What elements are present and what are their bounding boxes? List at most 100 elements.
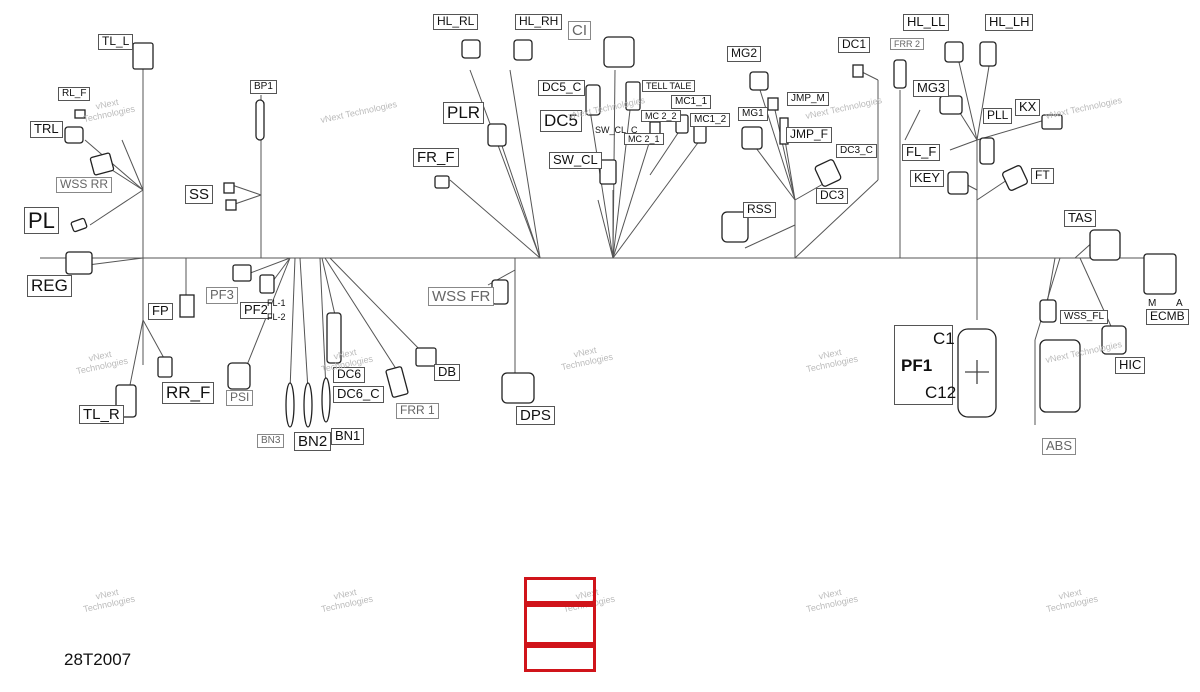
label-hl-ll: HL_LL [903,14,950,31]
connector-tl-l-shape [132,42,154,70]
label-hl-rl: HL_RL [433,14,479,30]
connector-dps-shape [501,372,535,404]
label-a: A [1176,298,1183,309]
label-kx: KX [1015,99,1041,116]
label-pll: PLL [983,108,1013,124]
label-fl-2: FL-2 [267,312,286,322]
drawing-id: 28T2007 [64,650,132,669]
label-reg: REG [27,275,72,297]
label-hl-rh: HL_RH [515,14,563,30]
label-jmp-m: JMP_M [787,92,829,106]
connector-tell-tale-shape [625,81,641,111]
connector-pl-shape [70,217,88,233]
label-dc1: DC1 [838,37,871,53]
connector-dc6-shape [326,312,342,364]
connector-hl-ll-shape [944,41,964,63]
connector-shapes [64,36,1177,428]
label-mc-2-2: MC 2_2 [641,110,681,123]
label-fl-f: FL_F [902,144,941,161]
highlight-boxes [524,577,596,672]
pf1-label-box: C1 PF1 C12 [894,325,957,405]
label-ci: CI [568,21,591,41]
connector-mg3-shape [939,95,963,115]
label-pf2: PF2 [240,302,272,319]
label-ft: FT [1031,168,1054,184]
connector-frr2-shape [893,59,907,89]
label-ss: SS [185,185,214,205]
ring-bn3-shape [285,382,295,428]
label-dc6: DC6 [333,367,366,383]
connector-jmp-shape [767,97,779,111]
connector-ci-shape [603,36,635,68]
label-ecmb: ECMB [1146,309,1189,325]
connector-dc1-shape [852,64,864,78]
label-psi: PSI [226,390,254,406]
connector-wss-rr-shape [89,152,115,176]
label-dps: DPS [516,406,555,426]
connector-frr1-shape [385,366,409,398]
label-jmp-f: JMP_F [786,127,833,143]
highlight-box-bottom[interactable] [524,642,596,672]
label-fp: FP [148,303,173,320]
ring-bn2-shape [303,382,313,428]
label-mc1-1: MC1_1 [671,95,712,109]
label-plr: PLR [443,102,485,124]
label-pl: PL [24,207,59,235]
connector-kx-shape [1041,114,1063,130]
connector-hl-rl-shape [461,39,481,59]
label-sw-cl-c: SW_CL_C [595,125,638,135]
label-dc3-c: DC3_C [836,144,877,158]
label-wss-fl: WSS_FL [1060,310,1109,324]
connector-mc12-shape [693,124,707,144]
connector-sw-cl-shape [599,159,617,185]
label-mc1-2: MC1_2 [690,113,731,127]
label-mc-2-1: MC 2_1 [624,133,664,146]
connector-plr-shape [487,123,507,147]
label-tas: TAS [1064,210,1097,227]
ring-bn1-shape [321,377,331,423]
connector-db-shape [415,347,437,367]
label-rss: RSS [743,202,776,218]
connector-rl-f-shape [74,109,86,119]
label-m: M [1148,298,1157,309]
highlight-box-middle[interactable] [524,601,596,648]
label-pf1: PF1 [901,356,933,375]
connector-rss-shape [721,211,749,243]
connector-wss-fr-shape [491,279,509,305]
label-hl-lh: HL_LH [985,14,1034,31]
highlight-box-top[interactable] [524,577,596,607]
connector-reg-shape [65,251,93,275]
label-bn3: BN3 [257,434,285,448]
label-db: DB [434,364,461,381]
label-dc3: DC3 [816,188,849,204]
label-abs: ABS [1042,438,1077,455]
label-frr-1: FRR 1 [396,403,439,419]
connector-mg2-shape [749,71,769,91]
connector-ecmb-shape [1143,253,1177,295]
label-c12: C12 [925,383,957,402]
label-c1: C1 [933,329,955,348]
label-sw-cl: SW_CL [549,152,602,169]
label-key: KEY [910,170,945,187]
label-rl-f: RL_F [58,87,91,101]
label-wss-fr: WSS FR [428,287,495,307]
connector-wss-fl-shape [1039,299,1057,323]
connector-pf3-shape [232,264,252,282]
connector-hic-shape [1101,325,1127,355]
connector-hl-rh-shape [513,39,533,61]
label-hic: HIC [1115,357,1146,374]
connector-hl-lh-shape [979,41,997,67]
label-bn1: BN1 [331,428,365,445]
connector-trl-shape [64,126,84,144]
label-bn2: BN2 [294,432,332,452]
label-rr-f: RR_F [162,382,215,404]
connector-key-shape [947,171,969,195]
label-bp1: BP1 [250,80,277,94]
label-tl-r: TL_R [79,405,124,425]
connector-ss1-shape [223,182,235,194]
label-fr-f: FR_F [413,148,459,168]
label-trl: TRL [30,121,63,138]
label-fl-1: FL-1 [267,298,286,308]
connector-ft-shape [1002,165,1028,191]
